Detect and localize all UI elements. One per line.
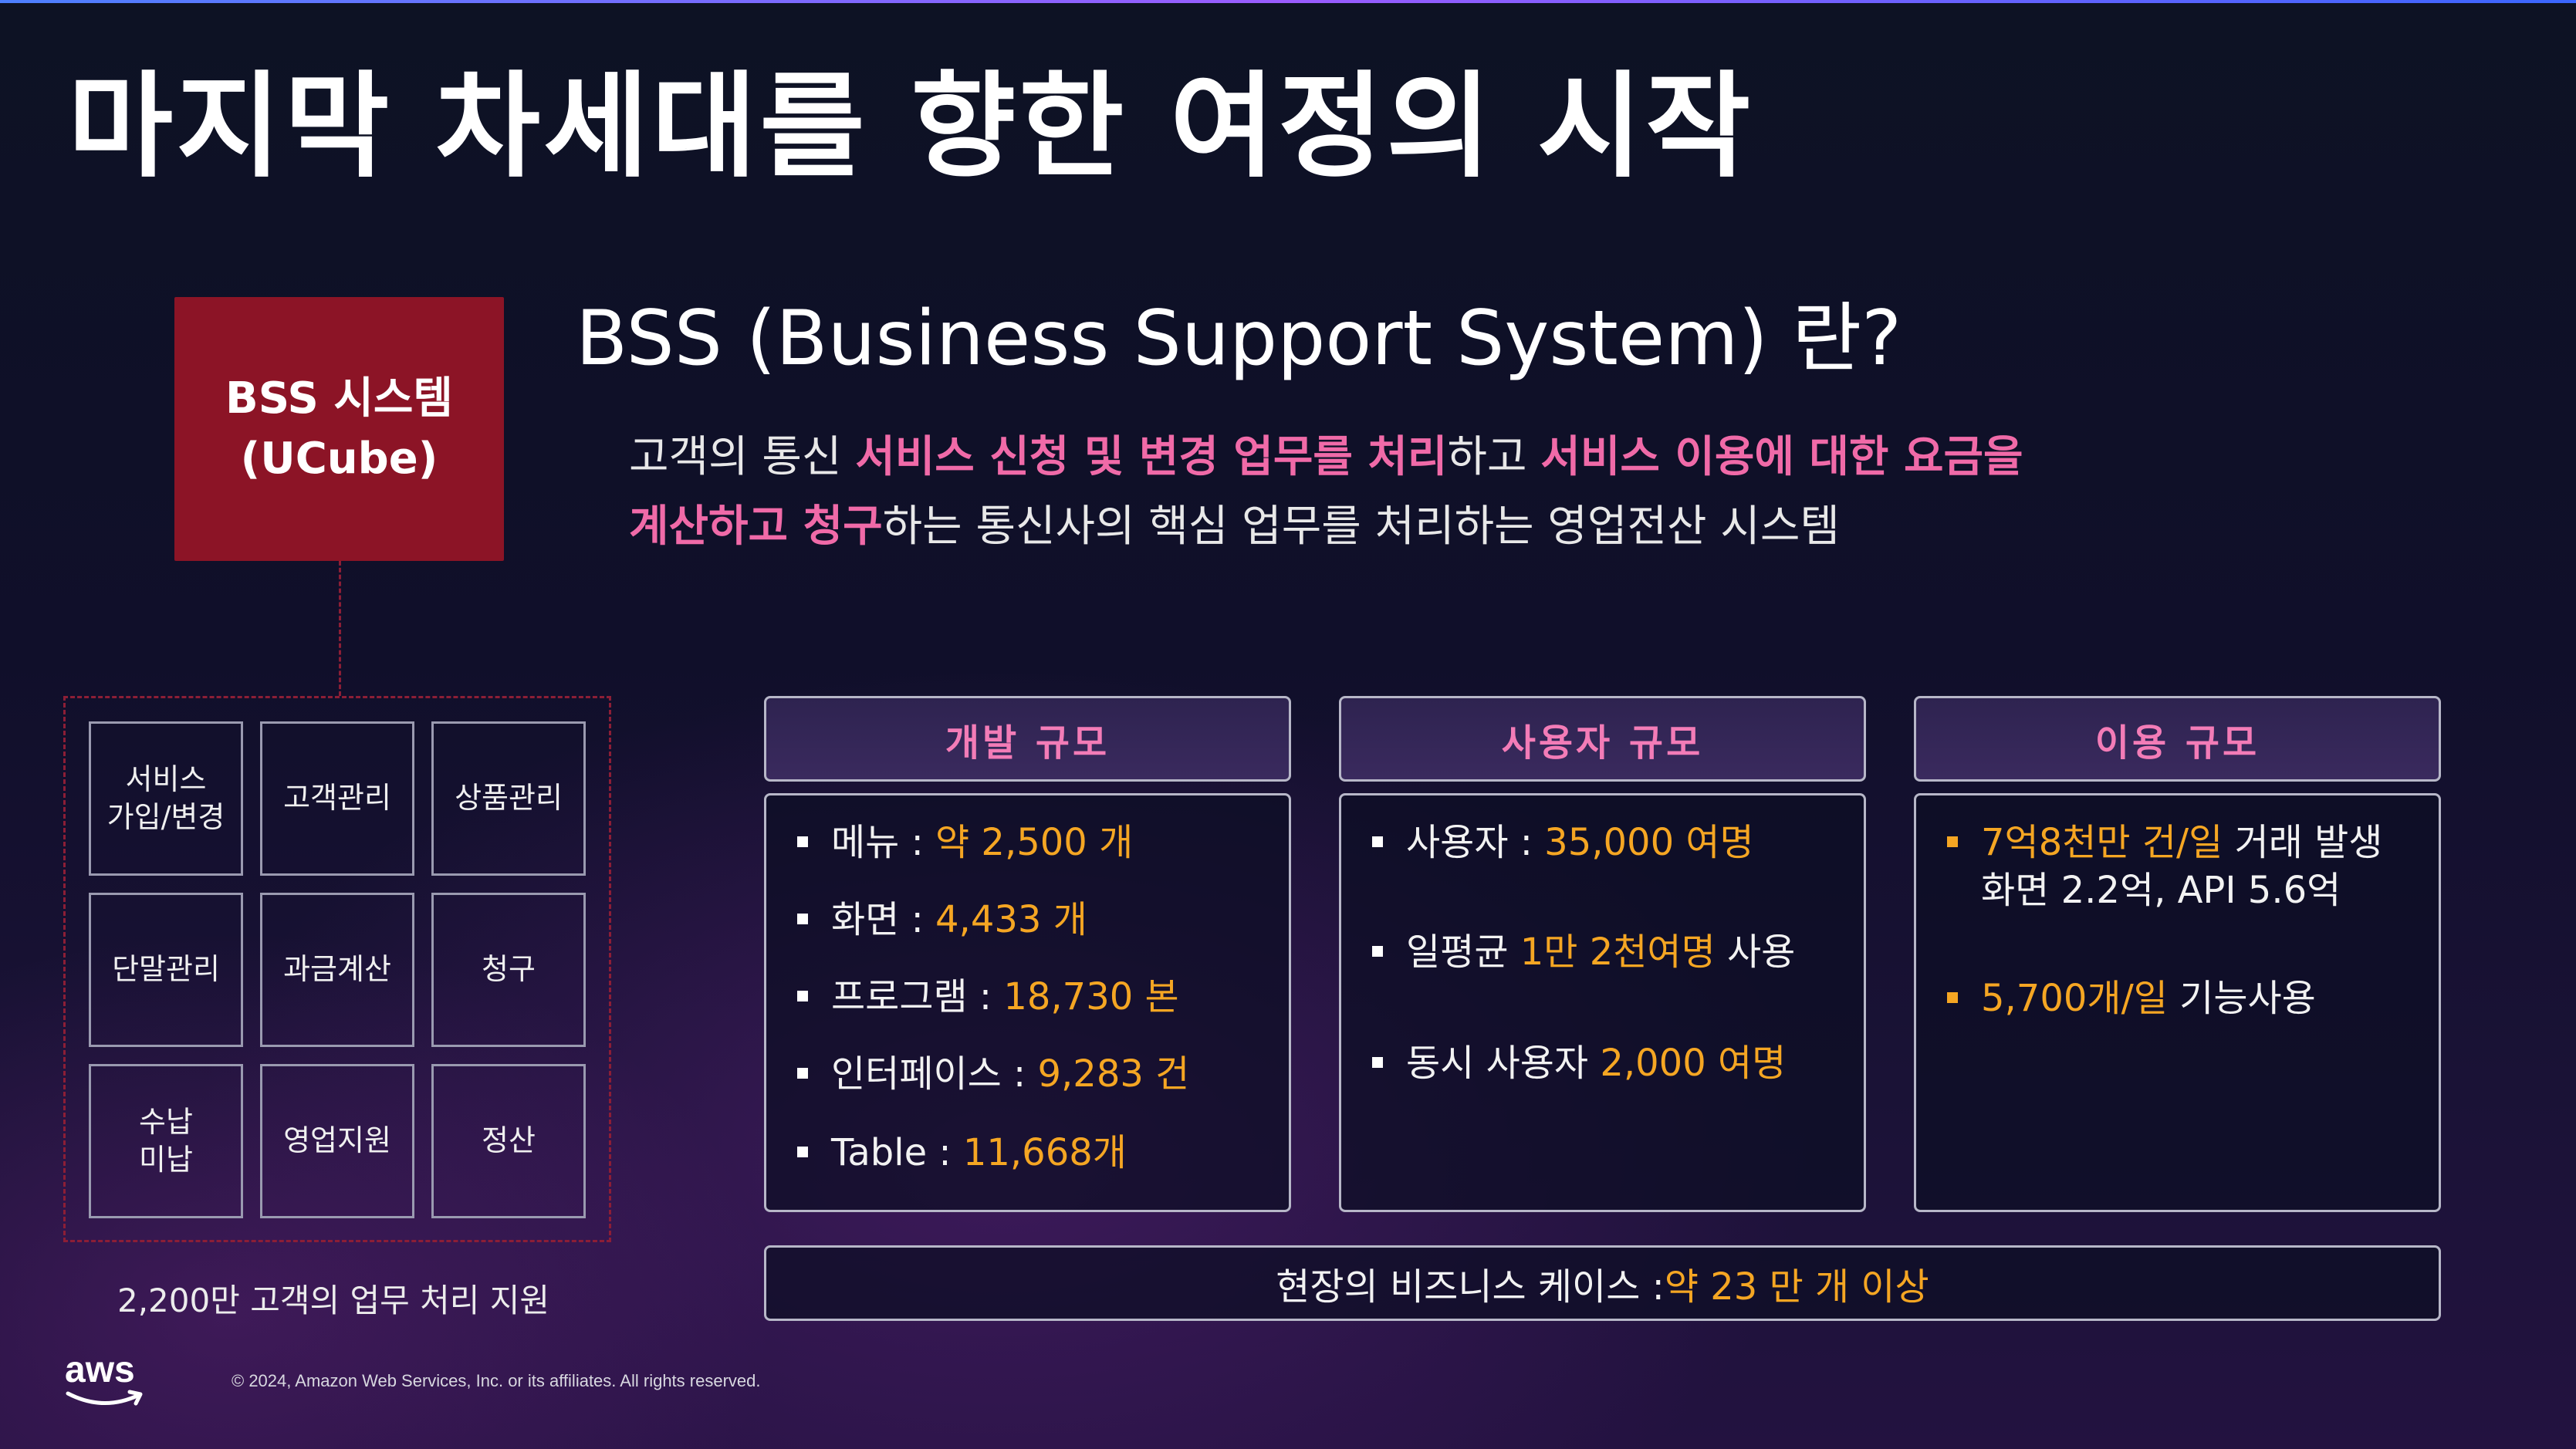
module-cell: 수납 미납 — [89, 1064, 243, 1218]
connector-line — [339, 561, 341, 696]
user-scale-header: 사용자 규모 — [1339, 696, 1866, 782]
definition-line-2: 계산하고 청구하는 통신사의 핵심 업무를 처리하는 영업전산 시스템 — [629, 502, 1840, 552]
bullet-icon — [797, 1147, 808, 1157]
usage-scale-panel: 7억8천만 건/일 거래 발생 화면 2.2억, API 5.6억 5,700개… — [1914, 793, 2441, 1212]
list-item: Table : 11,668개 — [797, 1129, 1127, 1177]
module-cell: 고객관리 — [260, 721, 414, 876]
bss-definition-heading: BSS (Business Support System) 란? — [576, 295, 1902, 383]
list-item: 메뉴 : 약 2,500 개 — [797, 819, 1133, 866]
dev-scale-panel: 메뉴 : 약 2,500 개 화면 : 4,433 개 프로그램 : 18,73… — [764, 793, 1291, 1212]
aws-logo-icon: aws — [65, 1352, 150, 1414]
bullet-icon — [1947, 992, 1958, 1003]
list-item: 동시 사용자 2,000 여명 — [1372, 1039, 1786, 1087]
user-scale-panel: 사용자 : 35,000 여명 일평균 1만 2천여명 사용 동시 사용자 2,… — [1339, 793, 1866, 1212]
bss-definition-text: 고객의 통신 서비스 신청 및 변경 업무를 처리하고 서비스 이용에 대한 요… — [629, 423, 2023, 562]
dev-scale-header: 개발 규모 — [764, 696, 1291, 782]
modules-caption: 2,200만 고객의 업무 처리 지원 — [117, 1282, 550, 1319]
bss-box-line1: BSS 시스템 — [225, 373, 453, 424]
top-accent-line — [0, 0, 2576, 3]
module-cell: 청구 — [431, 893, 586, 1047]
bullet-icon — [797, 914, 808, 924]
list-item: 인터페이스 : 9,283 건 — [797, 1050, 1189, 1098]
module-cell: 정산 — [431, 1064, 586, 1218]
module-cell: 영업지원 — [260, 1064, 414, 1218]
copyright-text: © 2024, Amazon Web Services, Inc. or its… — [232, 1371, 761, 1390]
bullet-icon — [1372, 1057, 1383, 1068]
definition-line-1: 고객의 통신 서비스 신청 및 변경 업무를 처리하고 서비스 이용에 대한 요… — [629, 432, 2023, 482]
business-case-banner: 현장의 비즈니스 케이스 : 약 23 만 개 이상 — [764, 1245, 2441, 1321]
list-item: 5,700개/일 기능사용 — [1947, 974, 2316, 1022]
list-item: 화면 : 4,433 개 — [797, 896, 1087, 944]
bss-box-line2: (UCube) — [240, 434, 438, 484]
list-item: 7억8천만 건/일 거래 발생 화면 2.2억, API 5.6억 — [1947, 819, 2382, 914]
bullet-icon — [797, 1068, 808, 1079]
list-item: 프로그램 : 18,730 본 — [797, 973, 1179, 1021]
module-cell: 과금계산 — [260, 893, 414, 1047]
bullet-icon — [1372, 946, 1383, 957]
bullet-icon — [1947, 836, 1958, 847]
module-cell: 서비스 가입/변경 — [89, 721, 243, 876]
slide-title: 마지막 차세대를 향한 여정의 시작 — [68, 60, 1754, 193]
list-item: 사용자 : 35,000 여명 — [1372, 819, 1754, 866]
module-grid-frame: 서비스 가입/변경 고객관리 상품관리 단말관리 과금계산 청구 수납 미납 영… — [63, 696, 611, 1242]
bss-system-box: BSS 시스템 (UCube) — [174, 297, 504, 561]
bullet-icon — [1372, 836, 1383, 847]
list-item: 일평균 1만 2천여명 사용 — [1372, 928, 1795, 976]
bullet-icon — [797, 991, 808, 1001]
aws-smile-icon — [66, 1390, 143, 1406]
usage-scale-header: 이용 규모 — [1914, 696, 2441, 782]
bullet-icon — [797, 836, 808, 847]
module-cell: 상품관리 — [431, 721, 586, 876]
module-cell: 단말관리 — [89, 893, 243, 1047]
